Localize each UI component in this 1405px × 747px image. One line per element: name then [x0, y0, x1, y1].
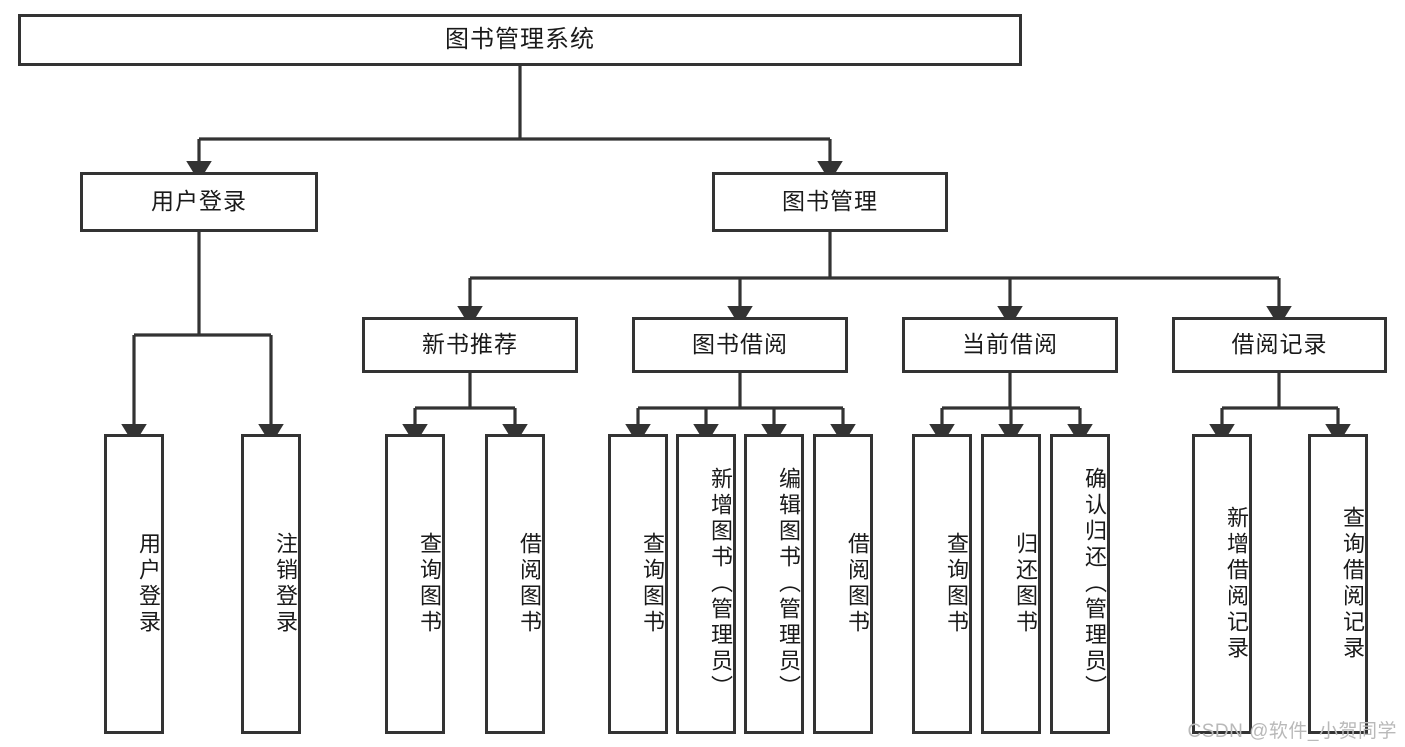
- node-label: 新增借阅记录: [1224, 506, 1249, 662]
- node-label: 确认归还（管理员）: [1082, 467, 1107, 701]
- csdn-watermark: CSDN @软件_小贺同学: [1187, 721, 1397, 742]
- node-current-borrow[interactable]: 当前借阅: [902, 317, 1118, 373]
- node-book-borrow[interactable]: 图书借阅: [632, 317, 848, 373]
- node-label: 借阅图书: [845, 532, 870, 636]
- node-new-book-recommend[interactable]: 新书推荐: [362, 317, 578, 373]
- node-label: 查询借阅记录: [1340, 506, 1365, 662]
- node-root-book-management-system[interactable]: 图书管理系统: [18, 14, 1022, 66]
- node-label: 借阅图书: [517, 532, 542, 636]
- node-label: 归还图书: [1013, 532, 1038, 636]
- node-label: 借阅记录: [1231, 331, 1328, 358]
- leaf-confirm-return-admin[interactable]: 确认归还（管理员）: [1050, 434, 1110, 734]
- leaf-query-book-borrow[interactable]: 查询图书: [608, 434, 668, 734]
- leaf-query-book-recommend[interactable]: 查询图书: [385, 434, 445, 734]
- node-label: 编辑图书（管理员）: [776, 467, 801, 701]
- node-label: 新增图书（管理员）: [708, 467, 733, 701]
- leaf-logout-login[interactable]: 注销登录: [241, 434, 301, 734]
- node-label: 图书管理: [782, 188, 878, 215]
- leaf-user-login[interactable]: 用户登录: [104, 434, 164, 734]
- node-label: 用户登录: [151, 188, 247, 215]
- node-borrow-record[interactable]: 借阅记录: [1172, 317, 1387, 373]
- leaf-return-book[interactable]: 归还图书: [981, 434, 1041, 734]
- node-label: 当前借阅: [962, 331, 1058, 358]
- node-label: 图书管理系统: [445, 25, 595, 53]
- node-label: 查询图书: [640, 532, 665, 636]
- leaf-borrow-book-recommend[interactable]: 借阅图书: [485, 434, 545, 734]
- node-label: 新书推荐: [422, 331, 518, 358]
- node-label: 用户登录: [136, 532, 161, 636]
- leaf-edit-book-admin[interactable]: 编辑图书（管理员）: [744, 434, 804, 734]
- leaf-query-borrow-record[interactable]: 查询借阅记录: [1308, 434, 1368, 734]
- leaf-add-borrow-record[interactable]: 新增借阅记录: [1192, 434, 1252, 734]
- node-book-management[interactable]: 图书管理: [712, 172, 948, 232]
- node-label: 查询图书: [417, 532, 442, 636]
- leaf-add-book-admin[interactable]: 新增图书（管理员）: [676, 434, 736, 734]
- leaf-query-book-current[interactable]: 查询图书: [912, 434, 972, 734]
- node-label: 注销登录: [273, 532, 298, 636]
- node-user-login[interactable]: 用户登录: [80, 172, 318, 232]
- node-label: 查询图书: [944, 532, 969, 636]
- leaf-borrow-book-borrow[interactable]: 借阅图书: [813, 434, 873, 734]
- node-label: 图书借阅: [692, 331, 788, 358]
